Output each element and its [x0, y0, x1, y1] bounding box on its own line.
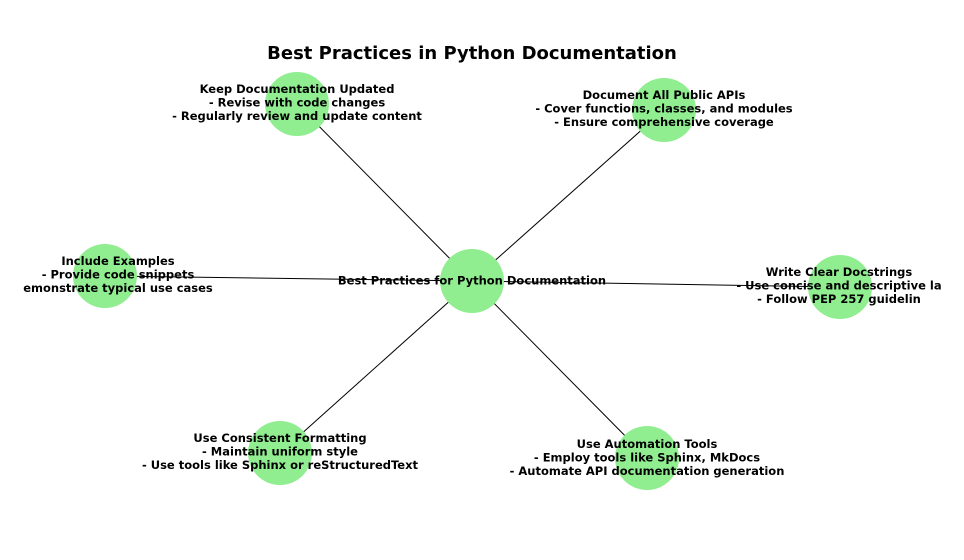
- labels-layer: Best Practices for Python Documentation K…: [23, 82, 941, 478]
- node-automation-label-line: - Employ tools like Sphinx, MkDocs: [534, 451, 760, 465]
- node-public-apis-label-line: - Cover functions, classes, and modules: [535, 102, 792, 116]
- edge-docstrings: [471, 280, 841, 288]
- center-node-label-line: Best Practices for Python Documentation: [338, 274, 606, 288]
- node-keep-updated-circle: [265, 72, 329, 136]
- node-formatting-label-line: - Use tools like Sphinx or reStructuredT…: [142, 458, 419, 472]
- edges-layer: [104, 103, 841, 459]
- edge-keep-updated: [296, 103, 473, 282]
- node-formatting-label-line: Use Consistent Formatting: [193, 431, 366, 445]
- node-keep-updated-label-line: - Revise with code changes: [209, 96, 386, 110]
- edge-automation: [471, 280, 648, 459]
- node-keep-updated-label: Keep Documentation Updated- Revise with …: [172, 82, 422, 123]
- edge-examples: [104, 275, 473, 282]
- node-docstrings-label-line: Write Clear Docstrings: [766, 265, 913, 279]
- node-examples-label-line: emonstrate typical use cases: [23, 281, 213, 295]
- nodes-layer: [73, 72, 872, 490]
- edge-formatting: [279, 280, 473, 454]
- center-node-circle: [440, 249, 504, 313]
- node-public-apis-label-line: - Ensure comprehensive coverage: [554, 115, 774, 129]
- node-examples-label-line: Include Examples: [61, 254, 174, 268]
- node-examples-label-line: - Provide code snippets: [42, 268, 195, 282]
- node-public-apis-label: Document All Public APIs- Cover function…: [535, 88, 792, 129]
- node-public-apis-label-line: Document All Public APIs: [583, 88, 746, 102]
- node-automation-circle: [615, 426, 679, 490]
- edge-public-apis: [471, 109, 665, 282]
- node-docstrings-label-line: - Use concise and descriptive la: [736, 279, 941, 293]
- node-automation-label-line: - Automate API documentation generation: [510, 464, 785, 478]
- node-docstrings-circle: [808, 255, 872, 319]
- node-automation-label-line: Use Automation Tools: [577, 437, 718, 451]
- node-keep-updated-label-line: Keep Documentation Updated: [200, 82, 395, 96]
- node-keep-updated-label-line: - Regularly review and update content: [172, 109, 422, 123]
- node-formatting-circle: [248, 421, 312, 485]
- node-examples-circle: [73, 244, 137, 308]
- node-automation-label: Use Automation Tools- Employ tools like …: [510, 437, 785, 478]
- center-node-label: Best Practices for Python Documentation: [338, 274, 606, 288]
- node-docstrings-label: Write Clear Docstrings- Use concise and …: [736, 265, 941, 306]
- node-formatting-label-line: - Maintain uniform style: [202, 445, 358, 459]
- diagram-title: Best Practices in Python Documentation: [267, 43, 677, 64]
- node-public-apis-circle: [632, 78, 696, 142]
- node-formatting-label: Use Consistent Formatting- Maintain unif…: [142, 431, 419, 472]
- node-docstrings-label-line: - Follow PEP 257 guidelin: [757, 292, 921, 306]
